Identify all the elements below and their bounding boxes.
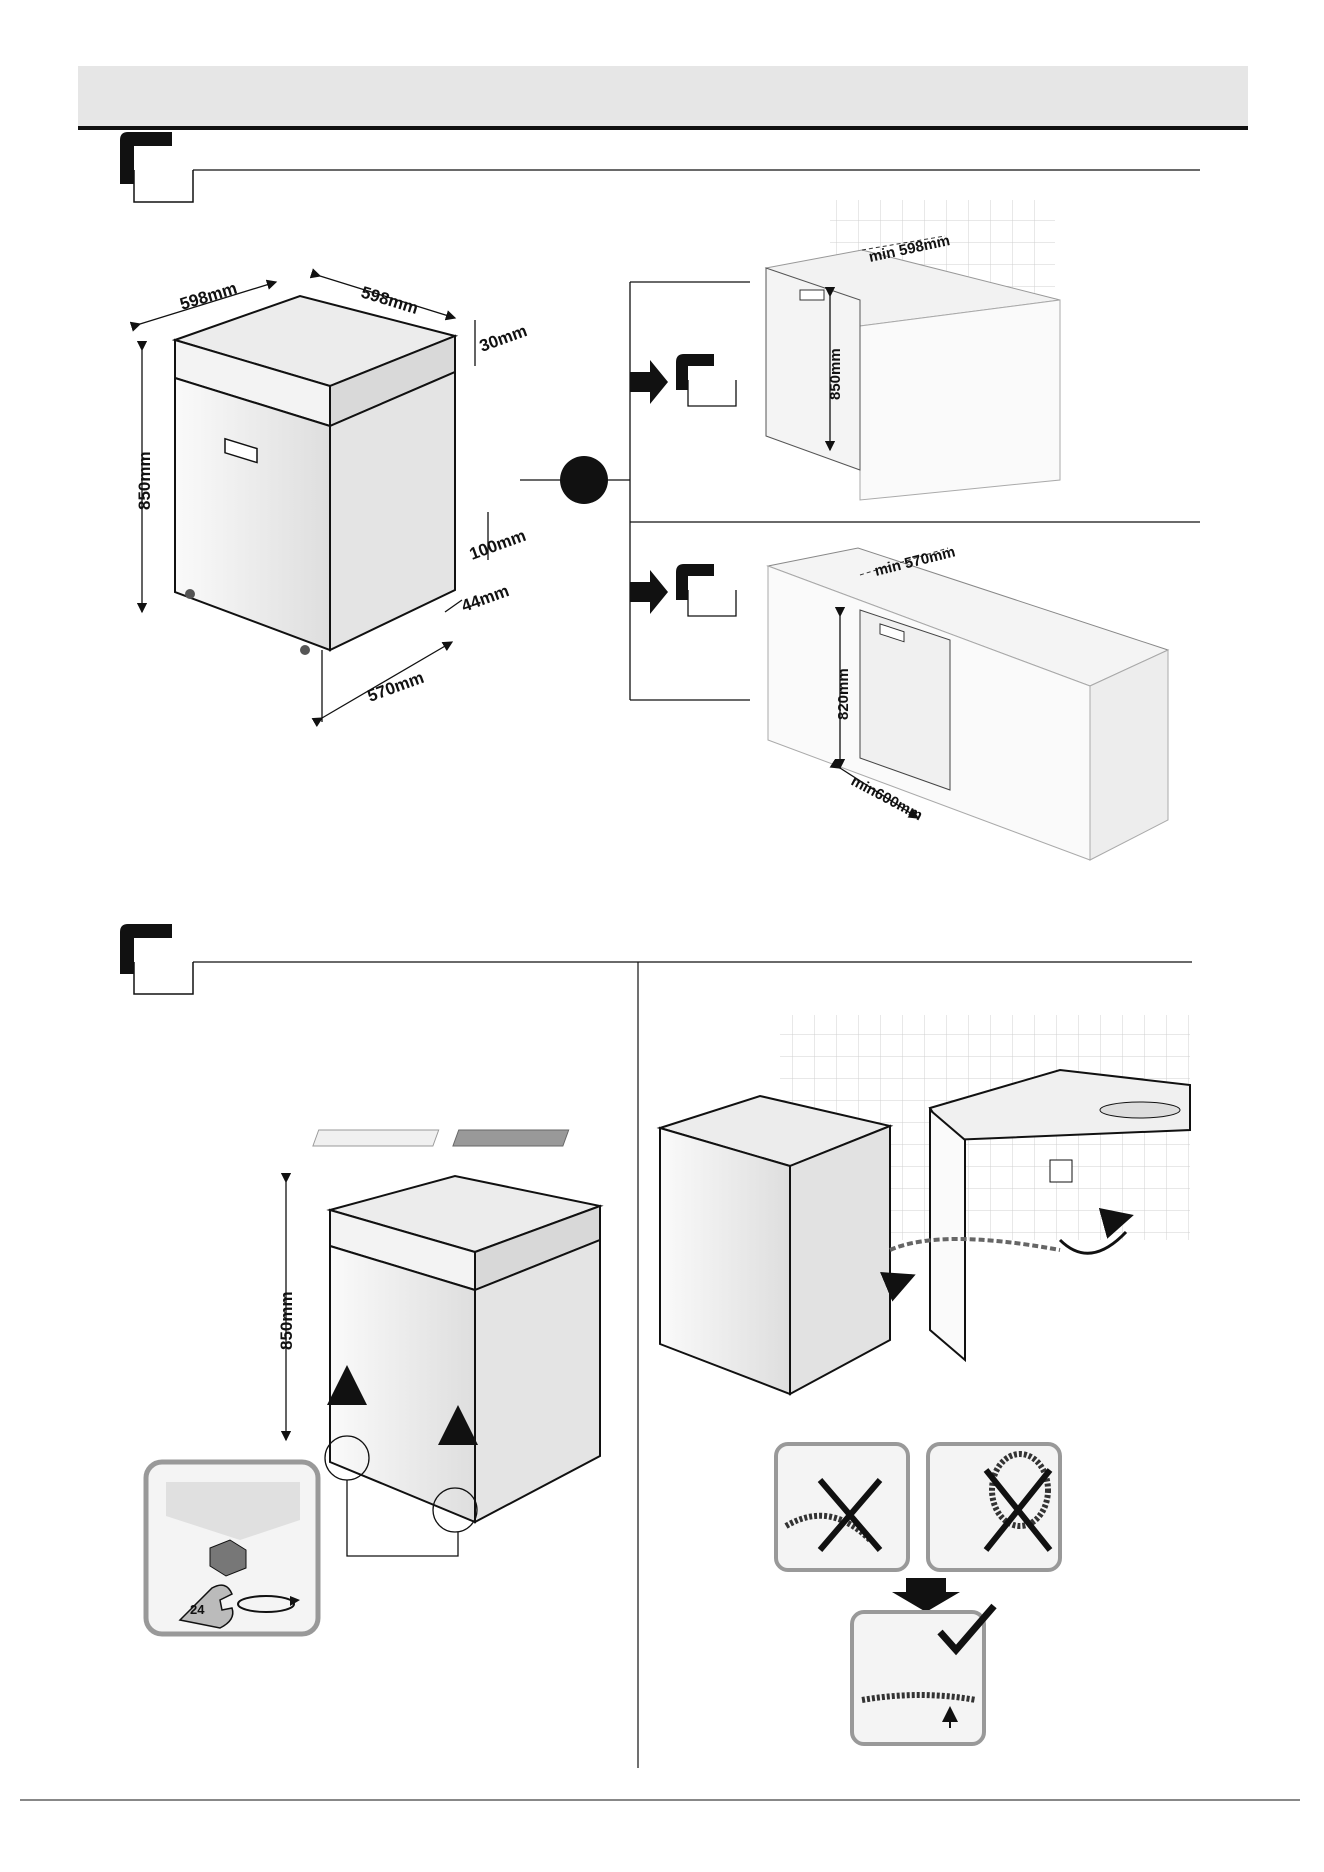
- section-corner-icon: [120, 924, 193, 994]
- leveling-height: 850mm: [277, 1291, 296, 1350]
- dim-b-height: 820mm: [835, 668, 852, 720]
- hose-wrong-2: [928, 1444, 1060, 1570]
- section-corner-icon: [120, 132, 193, 202]
- dim-top-thickness: 30mm: [477, 321, 530, 356]
- dim-height: 850mm: [135, 451, 154, 510]
- arrow-right-icon: [630, 570, 668, 614]
- kitchen-connection: [660, 1015, 1190, 1394]
- section-corner-icon: [676, 564, 736, 616]
- installation-option-b: [768, 548, 1168, 860]
- arrow-right-icon: [630, 360, 668, 404]
- wrench-size: 24: [190, 1602, 205, 1617]
- down-arrow-icon: [892, 1578, 960, 1612]
- hose-correct: [852, 1612, 984, 1744]
- leveling-dishwasher: [286, 1130, 600, 1556]
- freestanding-dishwasher: [175, 296, 455, 655]
- dim-depth: 570mm: [365, 668, 427, 706]
- dim-width-top: 598mm: [178, 279, 240, 314]
- dim-plinth-depth: 44mm: [459, 581, 512, 616]
- dim-plinth-height: 100mm: [467, 526, 529, 564]
- section-corner-icon: [676, 354, 736, 406]
- dim-a-height: 850mm: [827, 348, 844, 400]
